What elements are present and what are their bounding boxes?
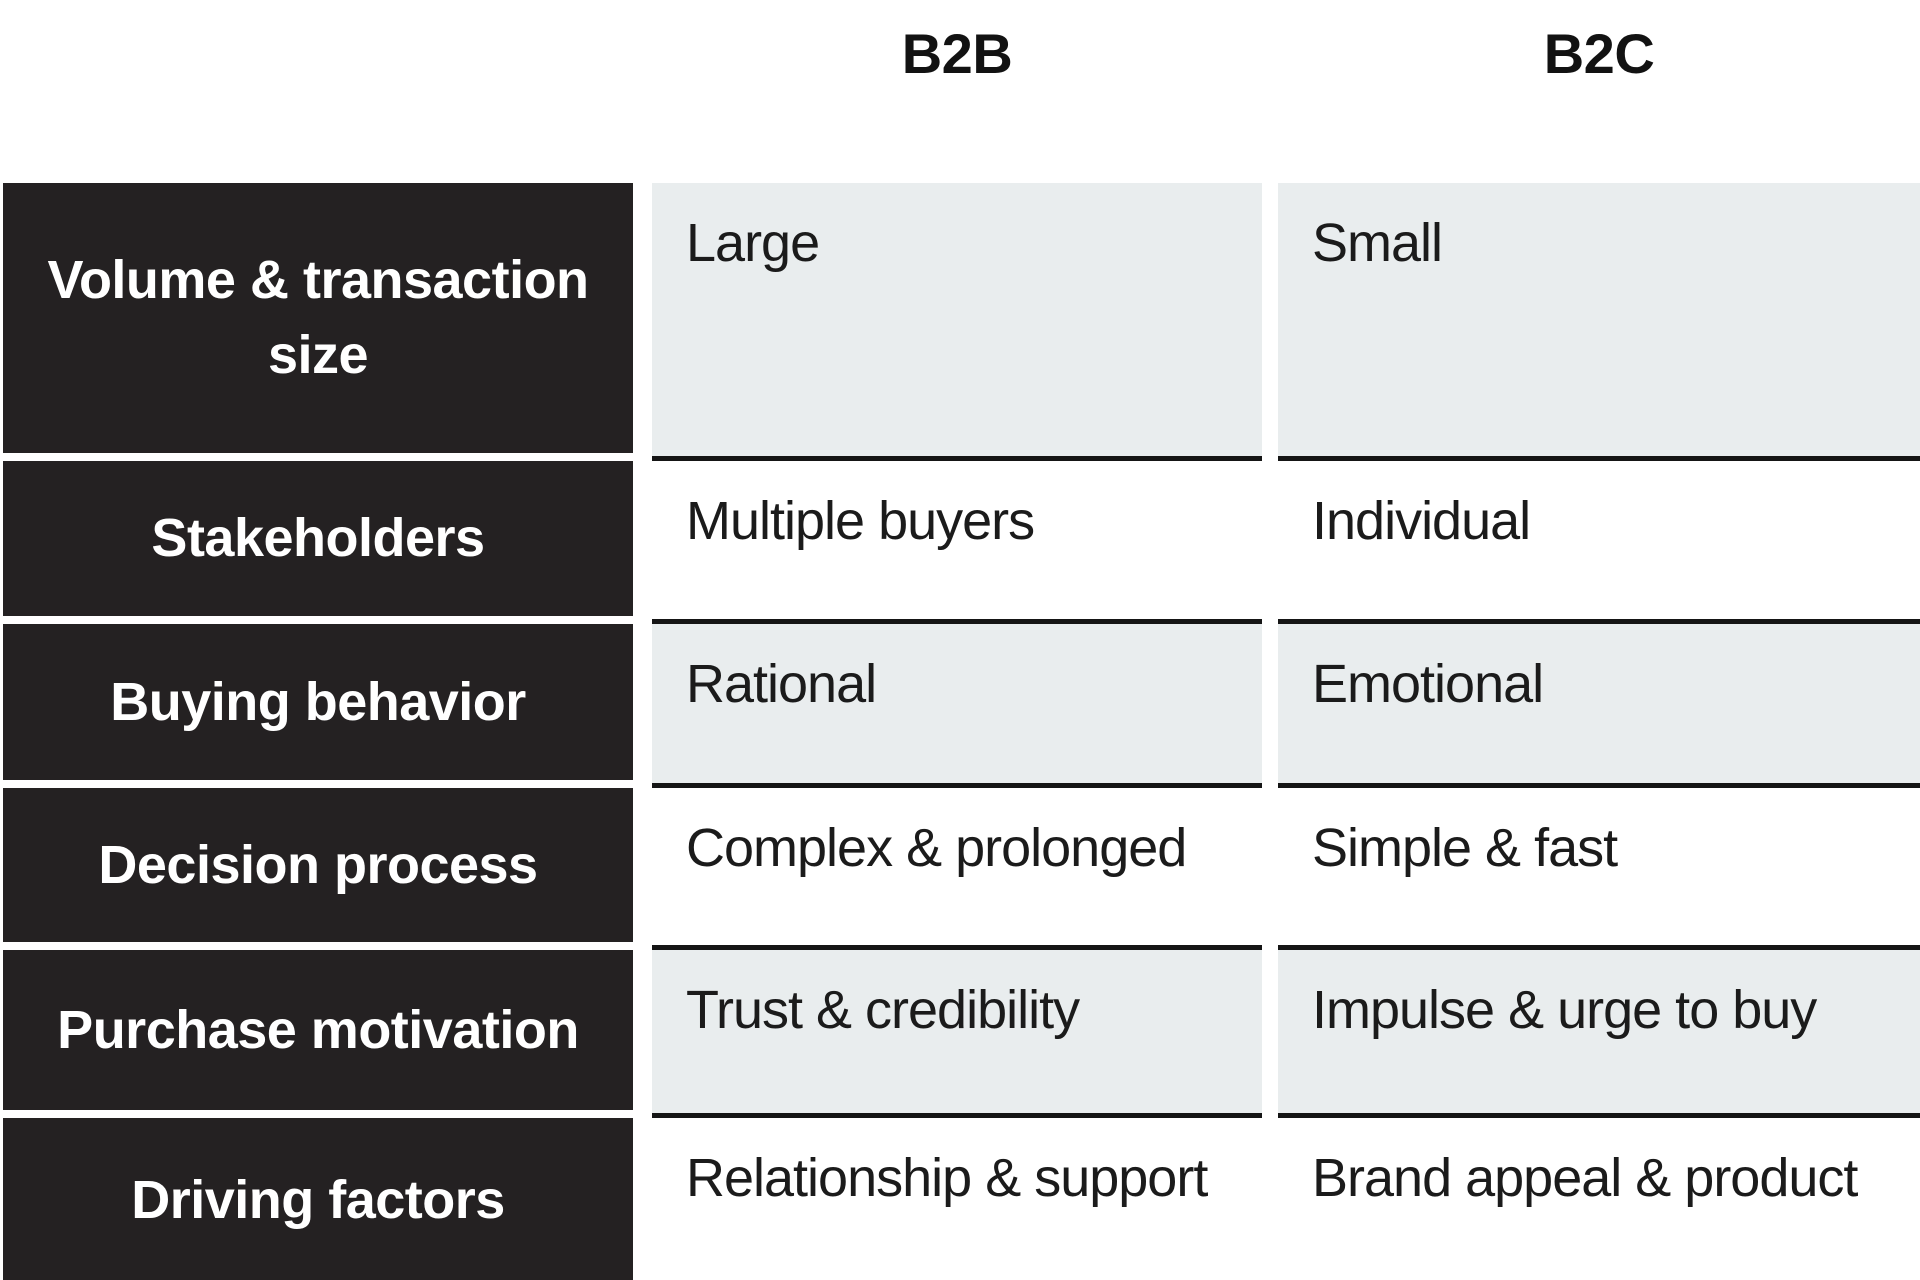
b2c-column: Small Individual Emotional Simple & fast… (1278, 183, 1920, 1280)
row-label-decision-process: Decision process (3, 788, 633, 950)
label-column: Volume & transaction size Stakeholders B… (3, 183, 633, 1280)
b2b-value-decision-process: Complex & prolonged (652, 788, 1262, 950)
b2b-value-driving-factors: Relationship & support (652, 1118, 1262, 1280)
b2b-value-stakeholders: Multiple buyers (652, 461, 1262, 624)
row-label-volume-transaction-size: Volume & transaction size (3, 183, 633, 461)
row-label-buying-behavior: Buying behavior (3, 624, 633, 788)
row-label-driving-factors: Driving factors (3, 1118, 633, 1280)
column-header-b2c: B2C (1543, 22, 1655, 85)
b2c-value-stakeholders: Individual (1278, 461, 1920, 624)
b2b-value-purchase-motivation: Trust & credibility (652, 950, 1262, 1118)
b2b-value-buying-behavior: Rational (652, 624, 1262, 788)
b2b-value-volume-transaction-size: Large (652, 183, 1262, 461)
b2c-value-buying-behavior: Emotional (1278, 624, 1920, 788)
b2b-column: Large Multiple buyers Rational Complex &… (652, 183, 1262, 1280)
column-header-b2b: B2B (901, 22, 1013, 85)
b2c-value-purchase-motivation: Impulse & urge to buy (1278, 950, 1920, 1118)
b2c-value-decision-process: Simple & fast (1278, 788, 1920, 950)
b2c-value-volume-transaction-size: Small (1278, 183, 1920, 461)
b2c-value-driving-factors: Brand appeal & product (1278, 1118, 1920, 1280)
row-label-purchase-motivation: Purchase motivation (3, 950, 633, 1118)
row-label-stakeholders: Stakeholders (3, 461, 633, 624)
